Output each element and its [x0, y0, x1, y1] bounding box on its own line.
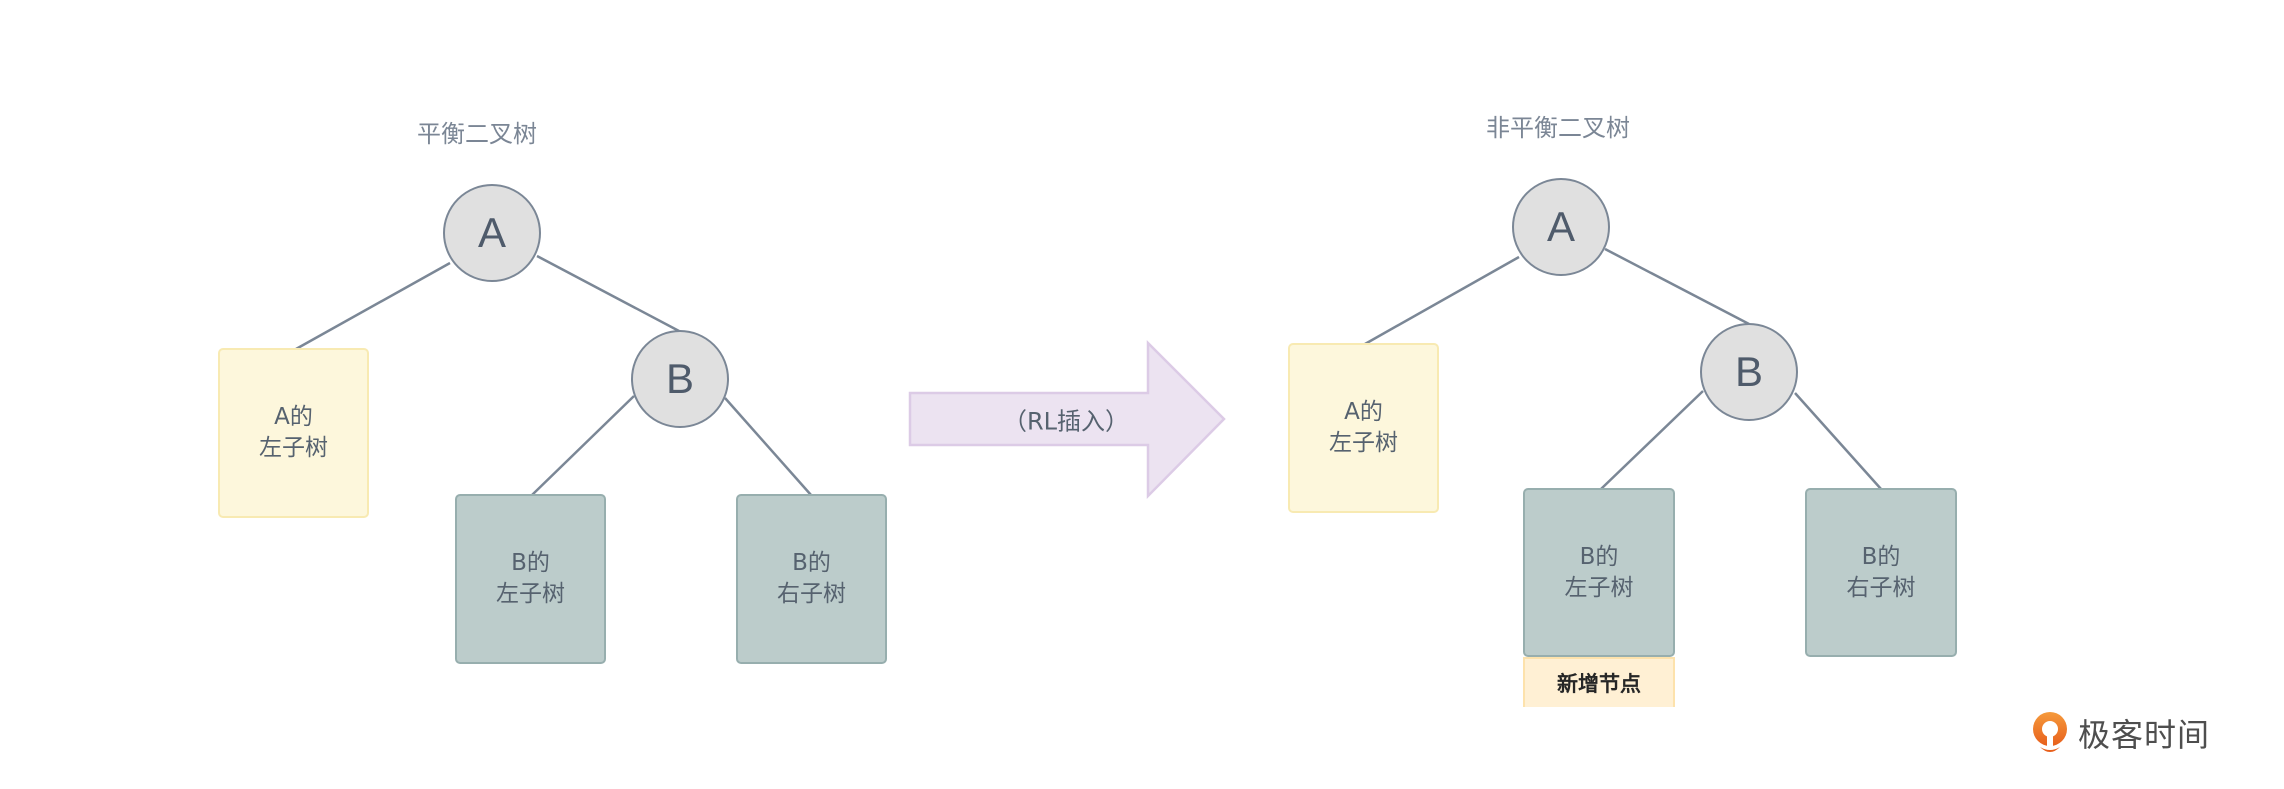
subtree-label-line2: 左子树 [1329, 430, 1398, 456]
edge-right-a-to-a-left-subtree [1364, 255, 1520, 346]
edge-right-b-to-b-left-subtree [1600, 390, 1704, 490]
subtree-label-line1: B的 [511, 550, 550, 576]
subtree-label-line2: 左子树 [1564, 574, 1634, 601]
node-label: B [665, 355, 694, 402]
subtree-label-line1: B的 [792, 550, 831, 576]
edge-right-b-to-b-right-subtree [1794, 392, 1882, 490]
left-a-left-subtree: A的 左子树 [218, 348, 369, 518]
right-b-left-subtree: B的 左子树 [1523, 488, 1675, 657]
subtree-label-line2: 左子树 [496, 581, 565, 607]
right-b-right-subtree: B的 右子树 [1805, 488, 1957, 657]
node-label: A [1546, 203, 1575, 250]
subtree-label-line2: 左子树 [259, 435, 328, 461]
subtree-label-line1: B的 [1861, 543, 1901, 570]
left-node-b: B [631, 330, 729, 428]
brand-name: 极客时间 [2078, 716, 2211, 754]
left-node-a: A [443, 184, 541, 282]
node-label: B [1734, 348, 1763, 395]
edge-left-a-to-b [536, 254, 680, 333]
left-tree-title: 平衡二叉树 [417, 120, 537, 148]
edge-left-b-to-b-left-subtree [531, 395, 635, 496]
edge-left-b-to-b-right-subtree [724, 397, 812, 496]
brand-logo: 极客时间 [2030, 710, 2210, 756]
edge-left-a-to-a-left-subtree [295, 261, 451, 351]
right-node-b: B [1700, 323, 1798, 421]
left-b-left-subtree: B的 左子树 [455, 494, 606, 664]
transition-label: （RL插入） [1002, 407, 1130, 436]
new-node: 新增节点 [1523, 657, 1675, 707]
edge-right-a-to-b [1604, 247, 1750, 326]
geektime-logo-icon [2033, 712, 2067, 752]
right-node-a: A [1512, 178, 1610, 276]
subtree-label-line1: B的 [1579, 543, 1619, 570]
left-b-right-subtree: B的 右子树 [736, 494, 887, 664]
right-a-left-subtree: A的 左子树 [1288, 343, 1439, 513]
subtree-label-line2: 右子树 [1846, 574, 1916, 601]
node-label: A [477, 209, 506, 256]
subtree-label-line2: 右子树 [777, 581, 846, 607]
subtree-label-line1: A的 [274, 404, 313, 430]
subtree-label-line1: A的 [1344, 399, 1383, 425]
transition-arrow [908, 339, 1226, 500]
new-node-label: 新增节点 [1557, 672, 1641, 696]
right-tree-title: 非平衡二叉树 [1486, 114, 1630, 142]
